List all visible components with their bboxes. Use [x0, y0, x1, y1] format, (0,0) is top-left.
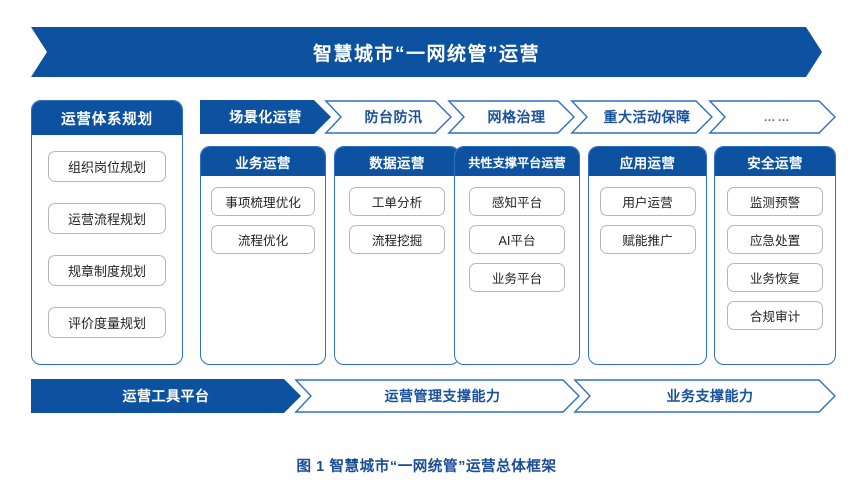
scenario-chevron-fangtai[interactable]: 防台防汛: [324, 100, 452, 134]
card-application-operation: 应用运营 用户运营 赋能推广: [588, 146, 707, 365]
pill-item[interactable]: 赋能推广: [599, 225, 696, 254]
pill-item[interactable]: 合规审计: [727, 301, 823, 330]
chevron-shape: [570, 100, 713, 134]
scenario-chevron-zhongda[interactable]: 重大活动保障: [570, 100, 713, 134]
pill-item[interactable]: 运营流程规划: [48, 203, 166, 234]
platform-chevron-business-support[interactable]: 业务支撑能力: [573, 379, 836, 413]
card-header: 安全运营: [715, 147, 835, 176]
platform-lead-arrow-shape: [31, 379, 301, 413]
card-header: 共性支撑平台运营: [455, 147, 579, 176]
chevron-shape: [708, 100, 836, 134]
scenario-chevron-label: 网格治理: [487, 109, 546, 125]
pill-item[interactable]: 用户运营: [599, 187, 696, 216]
card-operation-system-planning: 运营体系规划 组织岗位规划 运营流程规划 规章制度规划 评价度量规划: [31, 100, 183, 365]
card-header: 应用运营: [589, 147, 706, 176]
card-body: 事项梳理优化 流程优化: [201, 176, 325, 254]
pill-item[interactable]: 流程优化: [211, 225, 315, 254]
pill-item[interactable]: 流程挖掘: [349, 225, 445, 254]
pill-item[interactable]: 业务平台: [469, 263, 565, 292]
platform-lead-arrow[interactable]: 运营工具平台: [31, 379, 301, 413]
chevron-shape: [294, 379, 580, 413]
scenario-chevron-label: ……: [763, 110, 792, 124]
card-body: 感知平台 AI平台 业务平台: [455, 176, 579, 292]
scenario-lead-arrow-shape: [200, 100, 331, 134]
platform-chevron-label: 运营管理支撑能力: [384, 388, 501, 404]
card-header: 运营体系规划: [32, 101, 182, 135]
pill-item[interactable]: AI平台: [469, 225, 565, 254]
platform-lead-arrow-label: 运营工具平台: [122, 388, 210, 404]
pill-item[interactable]: 应急处置: [727, 225, 823, 254]
diagram-title-text: 智慧城市“一网统管”运营: [312, 43, 540, 65]
pill-item[interactable]: 事项梳理优化: [211, 187, 315, 216]
card-body: 用户运营 赋能推广: [589, 176, 706, 254]
diagram-title-banner: 智慧城市“一网统管”运营: [31, 27, 822, 77]
scenario-chevron-label: 防台防汛: [364, 109, 423, 125]
card-security-operation: 安全运营 监测预警 应急处置 业务恢复 合规审计: [714, 146, 836, 365]
pill-item[interactable]: 监测预警: [727, 187, 823, 216]
scenario-chevron-label: 重大活动保障: [603, 109, 691, 125]
card-header: 业务运营: [201, 147, 325, 176]
pill-item[interactable]: 规章制度规划: [48, 255, 166, 286]
scenario-chevron-wangge[interactable]: 网格治理: [447, 100, 575, 134]
card-data-operation: 数据运营 工单分析 流程挖掘: [334, 146, 460, 365]
pill-item[interactable]: 组织岗位规划: [48, 151, 166, 182]
card-header: 数据运营: [335, 147, 459, 176]
platform-chevron-label: 业务支撑能力: [666, 388, 754, 404]
platform-chevron-management-support[interactable]: 运营管理支撑能力: [294, 379, 580, 413]
scenario-lead-arrow[interactable]: 场景化运营: [200, 100, 331, 134]
card-body: 工单分析 流程挖掘: [335, 176, 459, 254]
pill-item[interactable]: 工单分析: [349, 187, 445, 216]
chevron-shape: [447, 100, 575, 134]
pill-item[interactable]: 评价度量规划: [48, 307, 166, 338]
scenario-chevron-more[interactable]: ……: [708, 100, 836, 134]
pill-item[interactable]: 业务恢复: [727, 263, 823, 292]
chevron-shape: [573, 379, 836, 413]
scenario-lead-arrow-label: 场景化运营: [229, 109, 302, 125]
chevron-shape: [324, 100, 452, 134]
card-common-support-platform-operation: 共性支撑平台运营 感知平台 AI平台 业务平台: [454, 146, 580, 365]
figure-caption: 图 1 智慧城市“一网统管”运营总体框架: [296, 459, 557, 475]
card-business-operation: 业务运营 事项梳理优化 流程优化: [200, 146, 326, 365]
card-body: 组织岗位规划 运营流程规划 规章制度规划 评价度量规划: [32, 135, 182, 338]
pill-item[interactable]: 感知平台: [469, 187, 565, 216]
card-body: 监测预警 应急处置 业务恢复 合规审计: [715, 176, 835, 330]
